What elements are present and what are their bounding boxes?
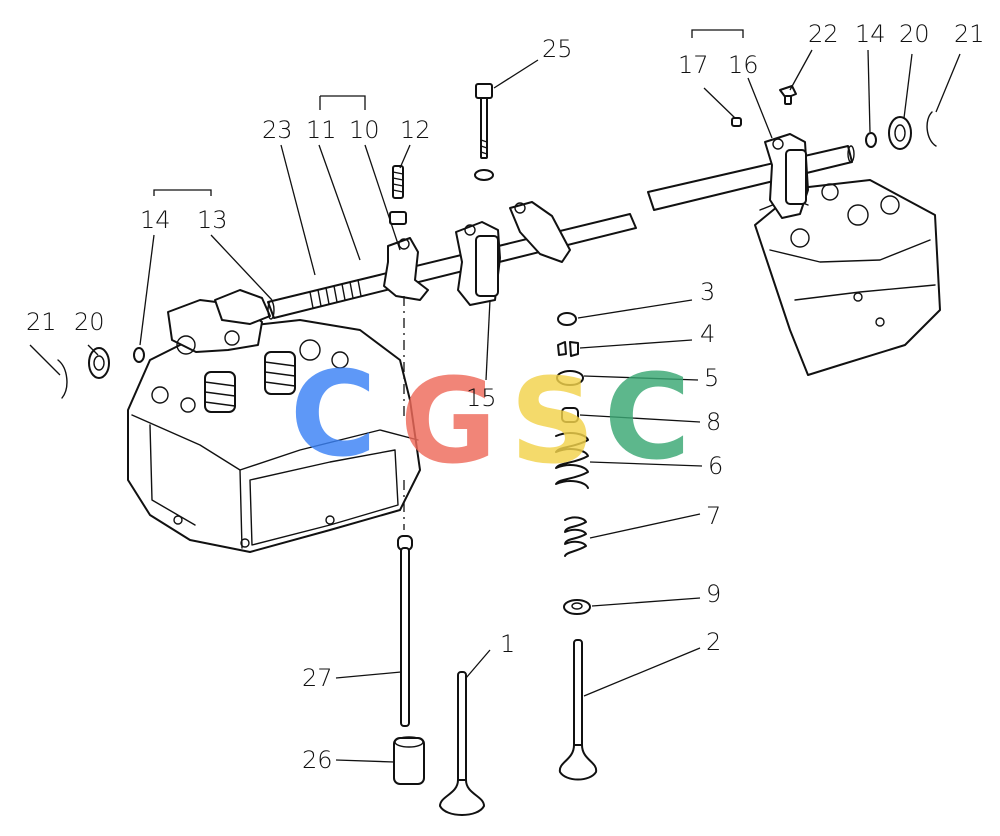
callout-22: 22 bbox=[808, 20, 839, 48]
callout-15: 15 bbox=[466, 384, 497, 412]
callout-7: 7 bbox=[706, 502, 721, 530]
rocker-arm-10 bbox=[383, 237, 429, 301]
outer-spring-6 bbox=[555, 432, 589, 489]
spring-retainer-5 bbox=[556, 370, 584, 386]
rocker-arm-mid bbox=[509, 201, 571, 263]
cylinder-head-right bbox=[754, 179, 941, 376]
callout-27: 27 bbox=[302, 664, 333, 692]
callout-25: 25 bbox=[542, 35, 573, 63]
watermark-letter-s: S bbox=[510, 352, 595, 490]
cotter-4 bbox=[557, 341, 579, 357]
callout-11: 11 bbox=[306, 116, 337, 144]
watermark-letter-c2: C bbox=[604, 348, 691, 486]
callout-3: 3 bbox=[700, 278, 715, 306]
head-valve-springs-left bbox=[204, 351, 296, 413]
callout-14-right: 14 bbox=[855, 20, 886, 48]
spring-seat-9 bbox=[563, 599, 591, 615]
push-rod-27 bbox=[397, 296, 413, 727]
snap-ring-21-right bbox=[926, 111, 937, 147]
callout-2: 2 bbox=[706, 628, 721, 656]
callout-9: 9 bbox=[706, 580, 721, 608]
watermark-letter-g: G bbox=[400, 352, 497, 490]
tappet-26 bbox=[393, 736, 425, 785]
callout-21-left: 21 bbox=[26, 308, 57, 336]
callout-23: 23 bbox=[262, 116, 293, 144]
callout-17: 17 bbox=[678, 51, 709, 79]
callout-21-right: 21 bbox=[954, 20, 985, 48]
callout-6: 6 bbox=[708, 452, 723, 480]
callout-12: 12 bbox=[400, 116, 431, 144]
watermark-letter-c1: C bbox=[290, 345, 377, 483]
callout-14-left: 14 bbox=[140, 206, 171, 234]
inner-spring-7 bbox=[564, 516, 587, 557]
callout-20-right: 20 bbox=[899, 20, 930, 48]
callout-13: 13 bbox=[197, 206, 228, 234]
bolt-25 bbox=[474, 83, 494, 181]
lock-nut-12 bbox=[389, 211, 407, 225]
callout-1: 1 bbox=[500, 630, 515, 658]
exhaust-valve-2 bbox=[558, 639, 598, 781]
valve-cap-3 bbox=[557, 312, 577, 326]
washer-20-left bbox=[88, 347, 110, 379]
plug-17 bbox=[731, 117, 742, 127]
callout-16: 16 bbox=[728, 51, 759, 79]
adjusting-screw-12 bbox=[392, 165, 404, 199]
rocker-bracket-15 bbox=[455, 221, 501, 306]
screw-22 bbox=[779, 85, 797, 105]
watermark: C G S C bbox=[290, 345, 691, 490]
callout-20-left: 20 bbox=[74, 308, 105, 336]
rocker-bracket-16 bbox=[764, 133, 809, 219]
intake-valve-1 bbox=[439, 671, 485, 816]
oring-14-left bbox=[133, 347, 145, 363]
snap-ring-21-left bbox=[57, 359, 68, 399]
cylinder-head-left bbox=[127, 289, 421, 553]
callout-10: 10 bbox=[349, 116, 380, 144]
callout-5: 5 bbox=[704, 364, 719, 392]
oring-14-right bbox=[865, 132, 877, 148]
leader-lines bbox=[29, 29, 961, 763]
callout-4: 4 bbox=[700, 320, 715, 348]
washer-20-right bbox=[888, 116, 912, 150]
callout-26: 26 bbox=[302, 746, 333, 774]
callout-numbers: 25 23 11 10 12 14 13 21 20 15 17 16 22 1… bbox=[26, 20, 985, 774]
valve-seal-8 bbox=[561, 407, 579, 423]
callout-8: 8 bbox=[706, 408, 721, 436]
